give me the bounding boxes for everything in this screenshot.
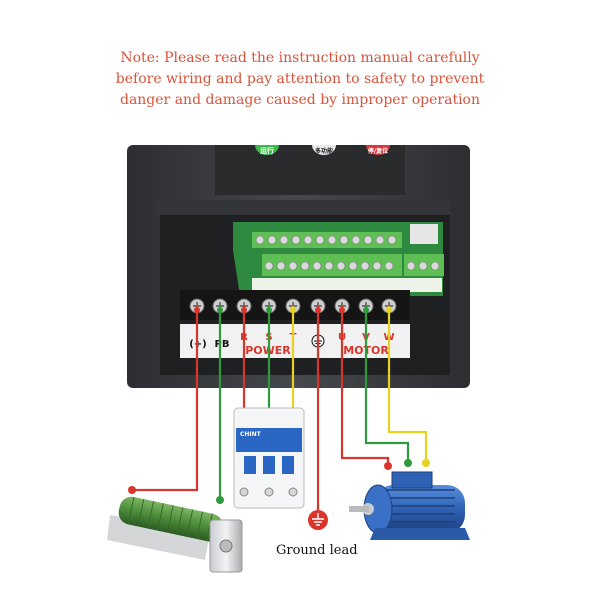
terminal-label-strip <box>180 324 410 358</box>
note-line-3: danger and damage caused by improper ope… <box>119 92 480 108</box>
motor-terminal-box <box>391 471 433 489</box>
multi-function-key[interactable] <box>312 145 336 155</box>
ground-terminal <box>308 510 328 530</box>
stop-reset-key[interactable] <box>366 145 390 155</box>
wire-v-output <box>364 306 410 463</box>
note-line-1: Note: Please read the instruction manual… <box>120 50 480 66</box>
run-key-label: 运行 <box>260 146 274 155</box>
control-board <box>233 222 444 296</box>
stop-reset-key-label: 停/复位 <box>368 147 388 155</box>
control-screws <box>255 235 440 271</box>
breaker-toggle-3[interactable] <box>282 456 294 474</box>
circuit-breaker: CHINT <box>233 407 305 509</box>
motor-shaft <box>349 506 369 512</box>
ground-lead-label: Ground lead <box>276 543 358 558</box>
multi-function-key-label: 多功能 <box>315 147 333 155</box>
cover-ledge <box>155 200 450 216</box>
run-key[interactable] <box>255 145 279 155</box>
pb-label: PB <box>215 339 230 350</box>
safety-note: Note: Please read the instruction manual… <box>0 48 600 111</box>
terminal-legend-strip <box>252 278 442 292</box>
control-terminal-row-top <box>252 232 402 248</box>
inverter: 运行 多功能 停/复位 <box>127 145 470 388</box>
wire-w-output <box>387 306 428 463</box>
wire-brake-resistor-red <box>132 306 199 492</box>
breaker-label-panel <box>236 428 302 452</box>
breaker-toggle-1[interactable] <box>244 456 256 474</box>
electric-motor <box>349 471 470 540</box>
note-line-2: before wiring and pay attention to safet… <box>115 71 485 87</box>
breaker-brand: CHINT <box>240 431 262 438</box>
rj45-port <box>410 224 438 244</box>
braking-resistor <box>107 486 243 573</box>
breaker-toggle-2[interactable] <box>263 456 275 474</box>
